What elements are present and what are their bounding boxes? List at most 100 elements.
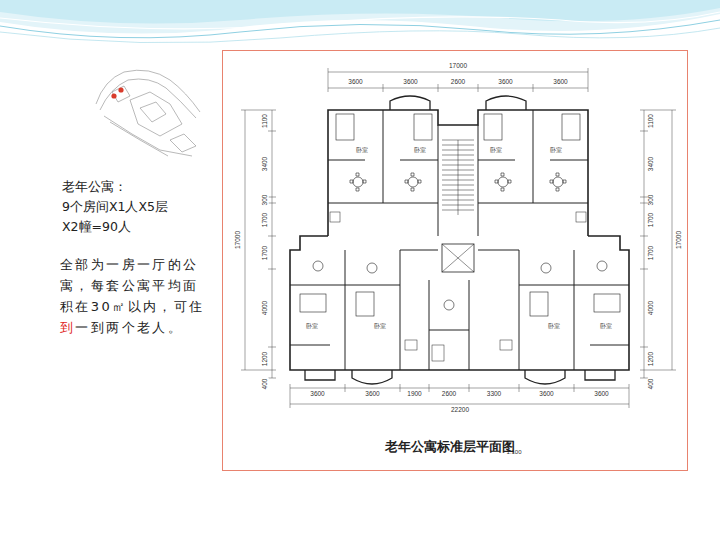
floor-plan: [484, 114, 502, 140]
dimension-text: 400: [262, 378, 269, 391]
floor-plan: [290, 250, 629, 370]
site-thumbnail: [170, 134, 196, 152]
floor-plan: [442, 244, 474, 272]
dimension-text: 3300: [486, 391, 502, 398]
floor-plan: [390, 96, 526, 110]
dimension-text: 3600: [347, 79, 363, 86]
floor-plan: [405, 173, 421, 191]
floor-plan: [290, 236, 629, 370]
dimension-text: 3600: [309, 391, 325, 398]
dimension-text: 1100: [262, 113, 269, 129]
floor-plan: [442, 244, 474, 272]
dimension-text: 3600: [593, 391, 609, 398]
floor-plan: [290, 96, 629, 384]
room-label: 卧室: [355, 147, 369, 153]
floor-plan: [300, 114, 620, 316]
floor-plan: [498, 177, 508, 187]
plan-frame: [223, 51, 688, 471]
dimension-text: 1900: [406, 391, 422, 398]
dimension-text: 1200: [648, 350, 655, 366]
dimension-text: 3600: [497, 79, 513, 86]
dimension-text: 300: [262, 194, 269, 207]
dimension-text: 1100: [648, 113, 655, 129]
floor-plan: [350, 173, 366, 191]
dimension-text: 1700: [648, 211, 655, 227]
floor-plan: [495, 173, 511, 191]
room-label: 卧室: [599, 323, 613, 329]
note-text: 9个房间X1人X5层: [62, 201, 168, 214]
site-thumbnail: [100, 79, 196, 118]
floor-plan: [408, 177, 418, 187]
room-label: 卧室: [413, 147, 427, 153]
floor-plan: [330, 212, 340, 222]
dimension-lines: [290, 384, 629, 408]
room-label: 卧室: [373, 323, 387, 329]
floor-plan: [330, 212, 586, 361]
floor-plan: [353, 177, 363, 187]
note-text: 老年公寓：: [62, 181, 127, 194]
site-thumbnail: [111, 93, 116, 98]
dimension-text: 3600: [402, 79, 418, 86]
dimension-text: 17000: [448, 63, 468, 70]
dimension-text: 2600: [450, 79, 466, 86]
floor-plan: [594, 294, 620, 312]
floor-plan: [367, 263, 377, 273]
dimension-text: 22200: [450, 407, 470, 414]
dimension-lines: [328, 72, 588, 88]
floor-plan: [553, 177, 563, 187]
dimension-text: 3600: [538, 391, 554, 398]
floor-plan: [562, 114, 580, 140]
dimension-text: 1700: [262, 244, 269, 260]
floor-plan: [313, 173, 607, 310]
dimension-lines: [290, 388, 629, 404]
dimension-text: 1200: [262, 350, 269, 366]
floor-plan: [444, 300, 454, 310]
room-label: 卧室: [489, 147, 503, 153]
site-thumbnail: [130, 92, 182, 136]
floor-plan: [442, 140, 474, 215]
room-label: 卧室: [549, 147, 563, 153]
dimension-text: 3600: [364, 391, 380, 398]
note-text: X2幢=90人: [62, 221, 131, 234]
dimension-lines: [245, 110, 272, 378]
site-thumbnail: [96, 70, 200, 156]
dimension-lines: [328, 68, 588, 92]
dimension-text: 1700: [648, 244, 655, 260]
site-thumbnail: [118, 87, 123, 92]
room-label: 卧室: [547, 323, 561, 329]
floor-plan: [305, 370, 615, 384]
dimension-text: 4000: [262, 300, 269, 316]
floor-plan: [414, 114, 432, 140]
floor-plan: [597, 261, 607, 271]
floor-plan: [300, 294, 326, 312]
header-waves: [0, 0, 720, 34]
floor-plan: [405, 340, 417, 350]
highlight-text: 到: [60, 320, 75, 335]
dimension-lines: [640, 110, 676, 378]
dimension-text: 2600: [441, 391, 457, 398]
description-paragraph: 全部为一房一厅的公寓，每套公寓平均面积在30㎡以内，可住到一到两个老人。: [60, 254, 212, 338]
dimension-lines: [644, 110, 672, 378]
dimension-text: 3400: [648, 156, 655, 172]
dimension-text: 17000: [235, 230, 242, 250]
dimension-text: 400: [648, 378, 655, 391]
floor-plan: [356, 292, 374, 316]
dimension-text: 1700: [262, 211, 269, 227]
dimension-text: 3600: [552, 79, 568, 86]
floor-plan: [550, 173, 566, 191]
floor-plan: [313, 261, 323, 271]
header-waves: [0, 28, 720, 43]
dimension-lines: [241, 110, 276, 378]
floor-plan: [500, 340, 512, 350]
header-waves: [0, 0, 720, 43]
plan-caption: 老年公寓标准层平面图: [385, 441, 515, 454]
floor-plan: [336, 114, 354, 140]
floor-plan: [328, 110, 588, 236]
dimension-text: 300: [648, 194, 655, 207]
dimension-lines: [241, 68, 676, 408]
paragraph-text: 一到两个老人。: [75, 320, 183, 335]
floor-plan: [328, 110, 588, 236]
floor-plan: [541, 263, 551, 273]
site-thumbnail: [112, 86, 130, 102]
room-label: 卧室: [305, 323, 319, 329]
